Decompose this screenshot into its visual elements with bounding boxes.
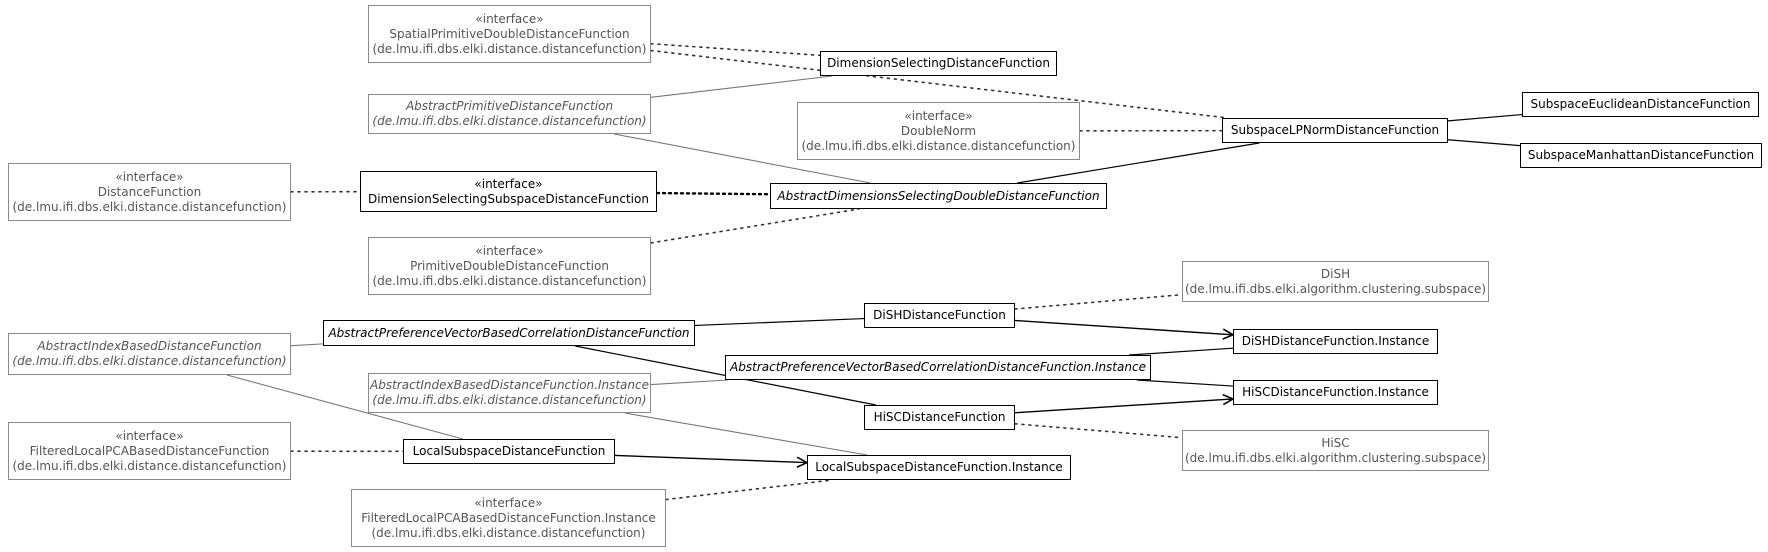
class-name: AbstractPreferenceVectorBasedCorrelation… <box>328 325 690 340</box>
edge-abstract-index-based-to-local-subspace <box>226 374 464 440</box>
class-name: LocalSubspaceDistanceFunction.Instance <box>815 460 1063 474</box>
class-box-dimension-selecting-distance-function[interactable]: DimensionSelectingDistanceFunction <box>820 51 1057 76</box>
package-label: (de.lmu.ifi.dbs.elki.distance.distancefu… <box>372 393 647 407</box>
class-box-distance-function[interactable]: «interface» DistanceFunction (de.lmu.ifi… <box>8 163 291 221</box>
edge-primitive-double-to-abstract-dimensions-selecting <box>650 208 860 244</box>
class-name: HiSCDistanceFunction.Instance <box>1242 385 1429 399</box>
class-box-abstract-preference-vector-based-correlation-distance-function[interactable]: AbstractPreferenceVectorBasedCorrelation… <box>323 320 695 346</box>
edge-abstract-primitive-to-abstract-dimensions-selecting <box>614 133 871 184</box>
class-name: AbstractPreferenceVectorBasedCorrelation… <box>730 360 1146 374</box>
stereotype-label: «interface» <box>904 108 973 123</box>
class-box-subspace-lp-norm-distance-function[interactable]: SubspaceLPNormDistanceFunction <box>1222 118 1448 143</box>
package-label: (de.lmu.ifi.dbs.elki.distance.distancefu… <box>12 354 287 368</box>
class-name: SubspaceLPNormDistanceFunction <box>1230 123 1440 137</box>
edge-spatial-primitive-to-subspace-lp-norm <box>650 49 1229 119</box>
edge-abstract-dimensions-selecting-to-subspace-lp-norm <box>1017 142 1260 184</box>
stereotype-label: «interface» <box>115 428 184 443</box>
edge-abstract-index-based-to-abstract-preference-vector <box>290 343 324 347</box>
class-box-spatial-primitive-double-distance-function[interactable]: «interface» SpatialPrimitiveDoubleDistan… <box>368 5 651 63</box>
class-box-local-subspace-distance-function[interactable]: LocalSubspaceDistanceFunction <box>403 439 615 464</box>
class-box-local-subspace-distance-function-instance[interactable]: LocalSubspaceDistanceFunction.Instance <box>807 455 1071 480</box>
class-box-dish-distance-function-instance[interactable]: DiSHDistanceFunction.Instance <box>1233 329 1438 354</box>
class-name: SpatialPrimitiveDoubleDistanceFunction <box>389 26 630 41</box>
stereotype-label: «interface» <box>475 11 544 26</box>
edge-filtered-local-pca-instance-to-local-subspace-instance <box>665 479 834 501</box>
class-box-subspace-euclidean-distance-function[interactable]: SubspaceEuclideanDistanceFunction <box>1522 92 1759 117</box>
class-name: FilteredLocalPCABasedDistanceFunction.In… <box>361 510 656 525</box>
class-name: PrimitiveDoubleDistanceFunction <box>410 258 609 273</box>
class-box-abstract-index-based-distance-function-instance[interactable]: AbstractIndexBasedDistanceFunction.Insta… <box>368 373 651 413</box>
package-label: (de.lmu.ifi.dbs.elki.distance.distancefu… <box>12 199 287 214</box>
package-label: (de.lmu.ifi.dbs.elki.algorithm.clusterin… <box>1184 281 1487 296</box>
class-name: HiSCDistanceFunction <box>873 410 1006 424</box>
class-box-subspace-manhattan-distance-function[interactable]: SubspaceManhattanDistanceFunction <box>1520 143 1762 168</box>
edge-spatial-primitive-to-dimension-selecting <box>650 42 821 57</box>
class-name: SubspaceEuclideanDistanceFunction <box>1530 97 1751 111</box>
edge-abstract-index-based-instance-to-abstract-preference-vector-instance <box>650 379 728 386</box>
edge-abstract-preference-vector-instance-to-hisc-distance-instance <box>1136 379 1234 387</box>
stereotype-label: «interface» <box>115 169 184 184</box>
class-name: DistanceFunction <box>97 184 202 199</box>
package-label: (de.lmu.ifi.dbs.elki.distance.distancefu… <box>372 273 647 288</box>
stereotype-label: «interface» <box>474 495 543 510</box>
edge-dish-distance-to-dish <box>1014 293 1183 310</box>
class-name: HiSC <box>1321 435 1350 450</box>
class-box-primitive-double-distance-function[interactable]: «interface» PrimitiveDoubleDistanceFunct… <box>368 237 651 295</box>
edge-abstract-index-based-instance-to-local-subspace-instance <box>624 412 868 456</box>
class-name: AbstractDimensionsSelectingDoubleDistanc… <box>777 188 1100 203</box>
class-name: DimensionSelectingSubspaceDistanceFuncti… <box>368 191 649 206</box>
class-box-dimension-selecting-subspace-distance-function[interactable]: «interface» DimensionSelectingSubspaceDi… <box>360 171 657 212</box>
edge-dimension-selecting-subspace-to-abstract-dimensions-selecting <box>655 191 772 196</box>
package-label: (de.lmu.ifi.dbs.elki.distance.distancefu… <box>372 41 647 56</box>
class-box-filtered-local-pca-based-distance-function-instance[interactable]: «interface» FilteredLocalPCABasedDistanc… <box>351 489 666 547</box>
class-box-abstract-preference-vector-based-correlation-distance-function-instance[interactable]: AbstractPreferenceVectorBasedCorrelation… <box>725 355 1151 380</box>
class-box-double-norm[interactable]: «interface» DoubleNorm (de.lmu.ifi.dbs.e… <box>797 102 1080 160</box>
package-label: (de.lmu.ifi.dbs.elki.distance.distancefu… <box>12 458 287 473</box>
edge-dish-distance-to-dish-distance-instance <box>1014 319 1233 334</box>
edge-abstract-preference-vector-to-dish-distance <box>694 317 865 327</box>
class-name: SubspaceManhattanDistanceFunction <box>1527 148 1755 162</box>
class-box-abstract-dimensions-selecting-double-distance-function[interactable]: AbstractDimensionsSelectingDoubleDistanc… <box>770 183 1107 209</box>
class-box-dish-distance-function[interactable]: DiSHDistanceFunction <box>864 303 1015 328</box>
stereotype-label: «interface» <box>474 176 543 191</box>
class-name: DiSHDistanceFunction.Instance <box>1241 334 1430 348</box>
edge-hisc-distance-to-hisc-distance-instance <box>1014 399 1233 414</box>
edge-subspace-lp-norm-to-subspace-euclidean <box>1447 113 1523 122</box>
class-box-dish[interactable]: DiSH (de.lmu.ifi.dbs.elki.algorithm.clus… <box>1182 261 1489 302</box>
class-name: DimensionSelectingDistanceFunction <box>827 56 1050 70</box>
class-name: LocalSubspaceDistanceFunction <box>412 444 606 458</box>
stereotype-label: «interface» <box>475 243 544 258</box>
edge-subspace-lp-norm-to-subspace-manhattan <box>1447 139 1521 147</box>
class-name: DoubleNorm <box>900 123 977 138</box>
class-name: DiSHDistanceFunction <box>873 308 1006 322</box>
class-box-hisc-distance-function-instance[interactable]: HiSCDistanceFunction.Instance <box>1233 380 1438 405</box>
class-box-abstract-index-based-distance-function[interactable]: AbstractIndexBasedDistanceFunction (de.l… <box>8 333 291 375</box>
class-name: DiSH <box>1320 266 1351 281</box>
package-label: (de.lmu.ifi.dbs.elki.distance.distancefu… <box>372 114 647 128</box>
class-name: FilteredLocalPCABasedDistanceFunction <box>29 443 270 458</box>
class-box-filtered-local-pca-based-distance-function[interactable]: «interface» FilteredLocalPCABasedDistanc… <box>8 422 291 480</box>
class-name: AbstractIndexBasedDistanceFunction.Insta… <box>370 378 649 392</box>
package-label: (de.lmu.ifi.dbs.elki.algorithm.clusterin… <box>1184 450 1487 465</box>
class-box-hisc-distance-function[interactable]: HiSCDistanceFunction <box>864 405 1015 430</box>
edge-abstract-preference-vector-instance-to-dish-distance-instance <box>1129 347 1234 356</box>
package-label: (de.lmu.ifi.dbs.elki.distance.distancefu… <box>371 525 646 540</box>
class-box-abstract-primitive-distance-function[interactable]: AbstractPrimitiveDistanceFunction (de.lm… <box>368 94 651 134</box>
class-box-hisc[interactable]: HiSC (de.lmu.ifi.dbs.elki.algorithm.clus… <box>1182 430 1489 471</box>
class-name: AbstractIndexBasedDistanceFunction <box>37 339 262 353</box>
edge-abstract-primitive-to-dimension-selecting <box>650 75 833 98</box>
edge-hisc-distance-to-hisc <box>1014 422 1183 439</box>
package-label: (de.lmu.ifi.dbs.elki.distance.distancefu… <box>801 138 1076 153</box>
class-name: AbstractPrimitiveDistanceFunction <box>405 99 614 113</box>
edge-local-subspace-to-local-subspace-instance <box>614 454 807 462</box>
